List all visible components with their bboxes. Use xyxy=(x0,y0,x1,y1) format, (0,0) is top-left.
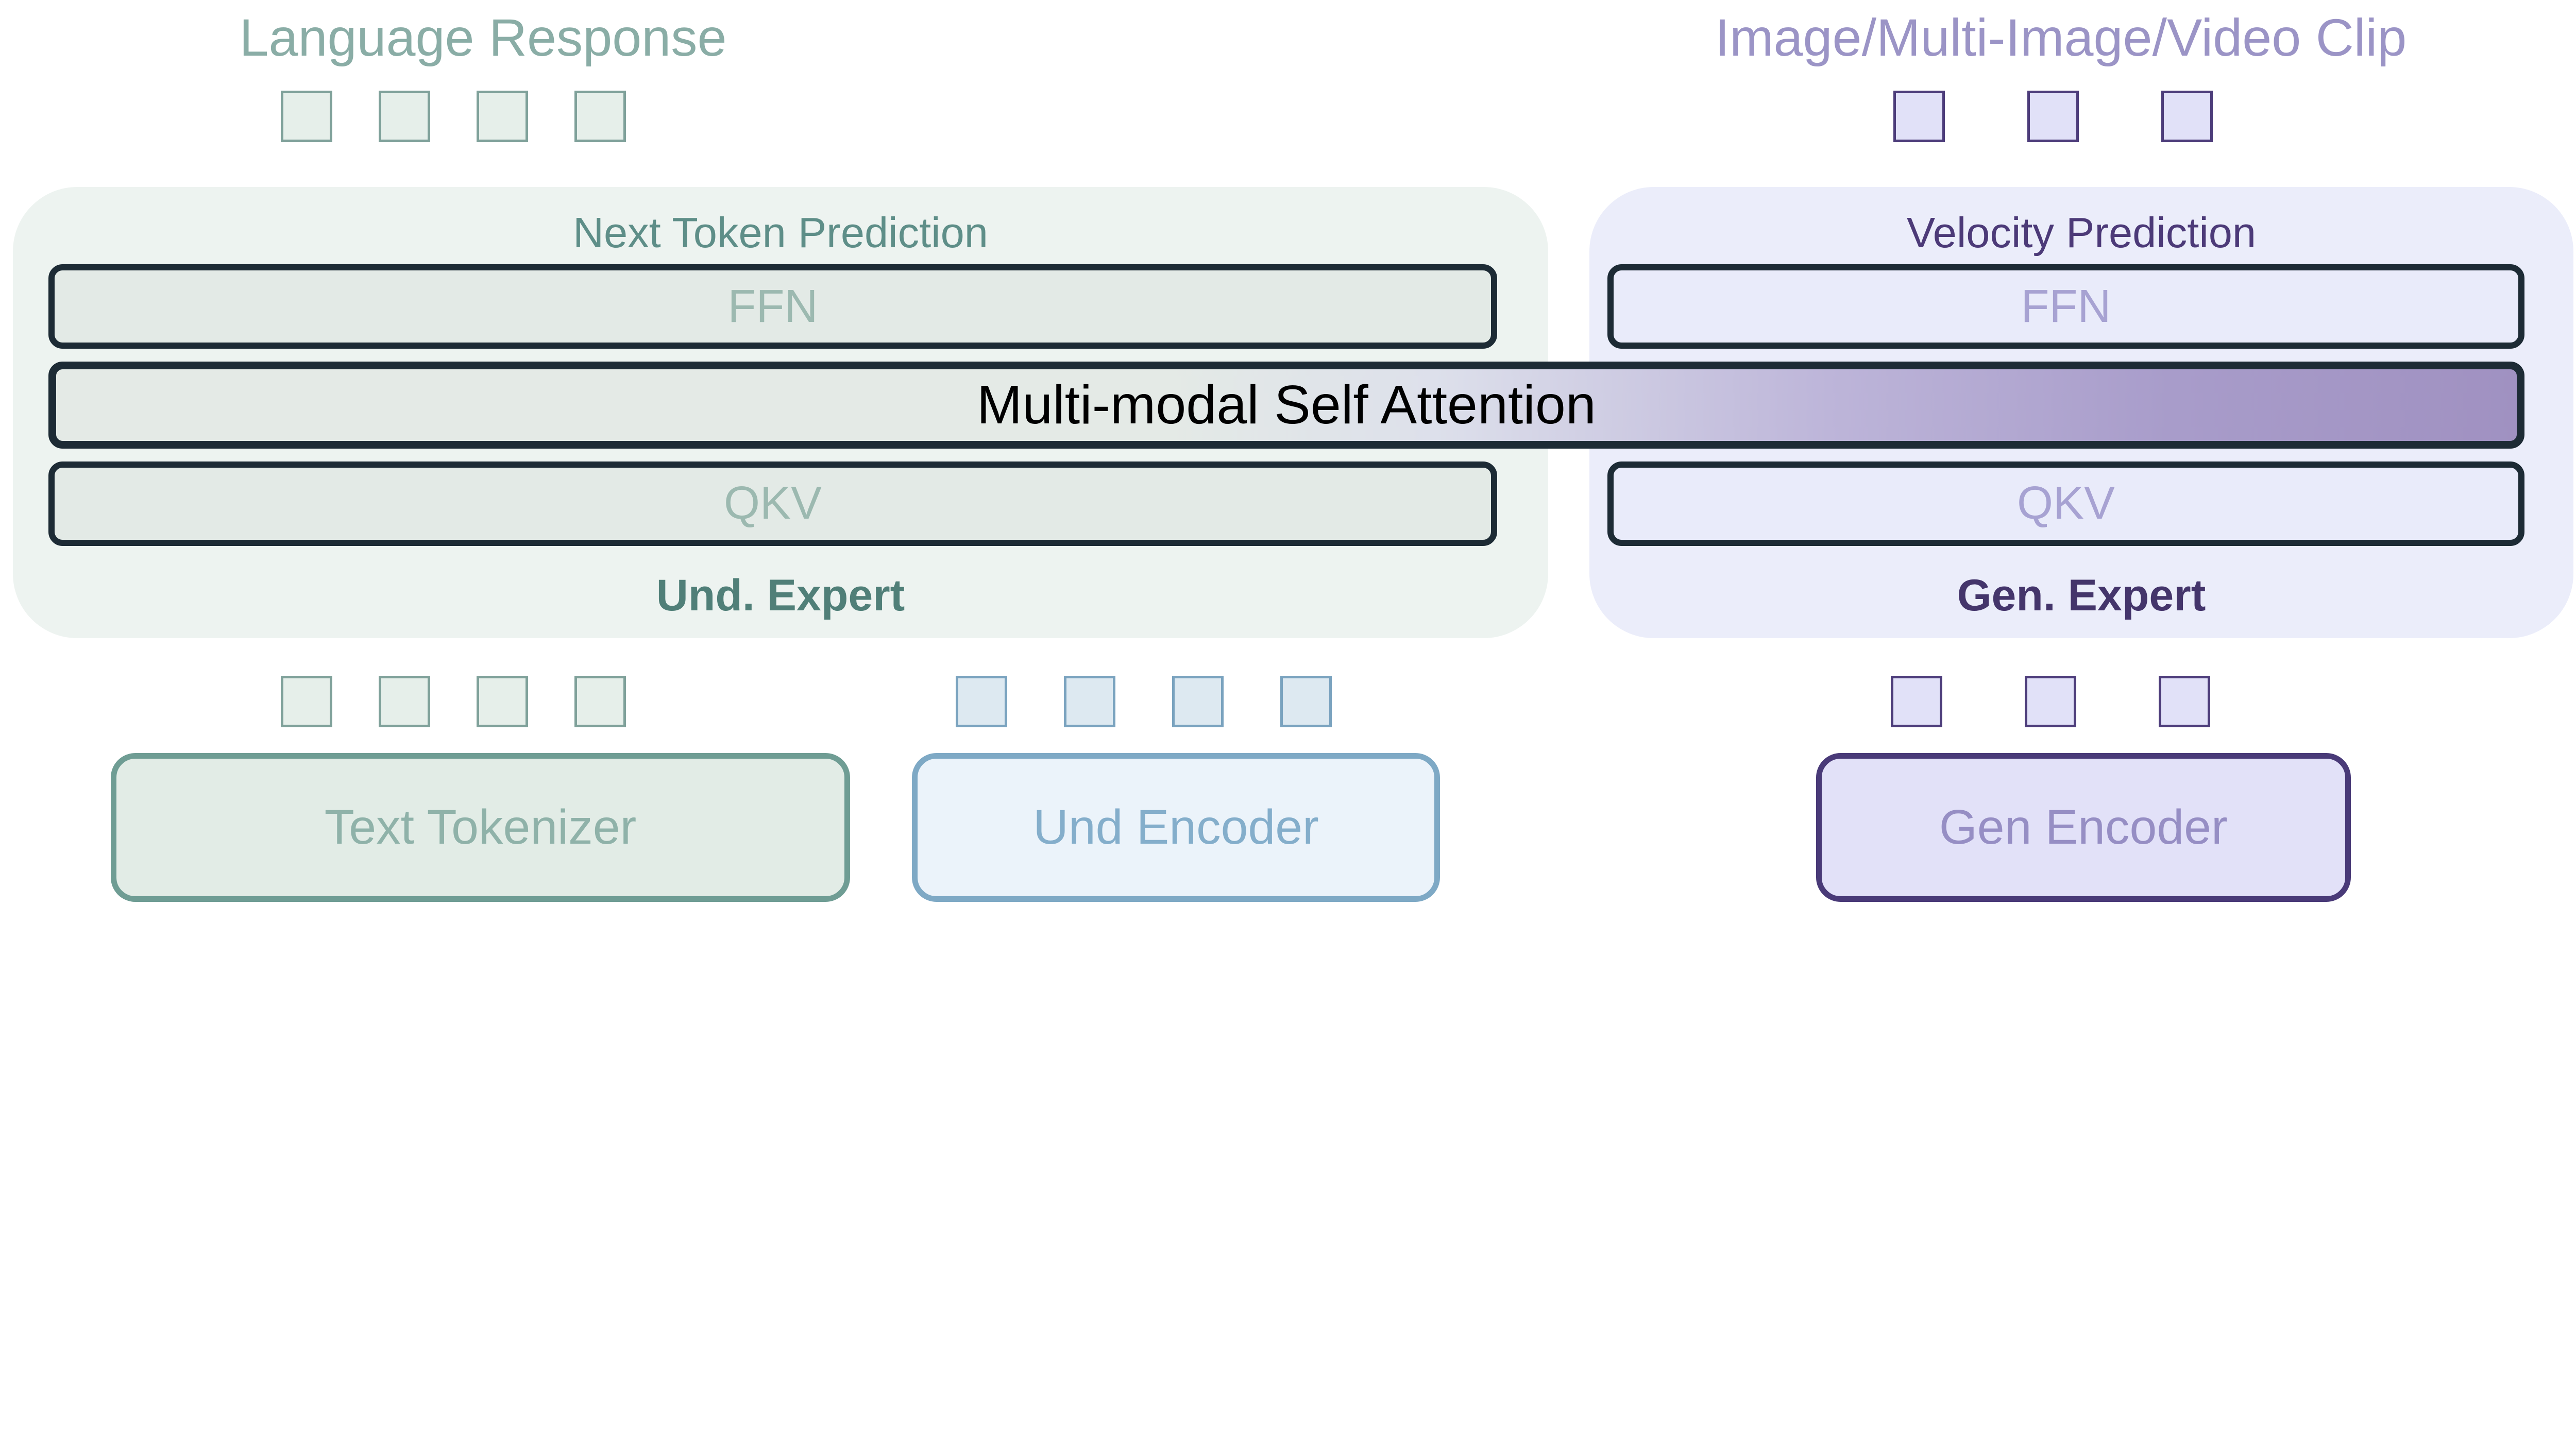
gen-encoder-box: Gen Encoder xyxy=(1816,753,2351,902)
und-encoder-box: Und Encoder xyxy=(912,753,1440,902)
gen-expert-name: Gen. Expert xyxy=(1957,571,2206,621)
image-multiimage-video-clip-label: Image/Multi-Image/Video Clip xyxy=(1715,7,2407,67)
image-clip-tokens xyxy=(1893,91,2213,143)
token-square xyxy=(2027,91,2079,143)
token-square xyxy=(1893,91,1945,143)
token-square xyxy=(2025,675,2076,727)
velocity-prediction-title: Velocity Prediction xyxy=(1906,208,2257,257)
und-qkv-label: QKV xyxy=(723,477,822,529)
token-square xyxy=(2161,91,2213,143)
gen-qkv-bar: QKV xyxy=(1607,461,2524,546)
und-encoder-label: Und Encoder xyxy=(1033,799,1319,854)
token-square xyxy=(477,675,528,727)
token-square xyxy=(1172,675,1224,727)
token-square xyxy=(477,91,528,143)
und-expert-name: Und. Expert xyxy=(656,571,905,621)
token-square xyxy=(2159,675,2210,727)
token-square xyxy=(281,675,332,727)
text-tokenizer-box: Text Tokenizer xyxy=(111,753,850,902)
multimodal-self-attention-bar: Multi-modal Self Attention xyxy=(48,361,2524,449)
und-qkv-bar: QKV xyxy=(48,461,1498,546)
token-square xyxy=(1064,675,1115,727)
multimodal-self-attention-label: Multi-modal Self Attention xyxy=(976,374,1596,435)
token-square xyxy=(574,91,626,143)
gen-qkv-label: QKV xyxy=(2016,477,2115,529)
text-input-tokens xyxy=(281,675,626,727)
gen-ffn-bar: FFN xyxy=(1607,264,2524,349)
language-response-label: Language Response xyxy=(239,7,727,67)
token-square xyxy=(574,675,626,727)
token-square xyxy=(379,675,430,727)
text-tokenizer-label: Text Tokenizer xyxy=(324,799,637,854)
architecture-diagram: Language Response Image/Multi-Image/Vide… xyxy=(13,7,2573,902)
language-response-tokens xyxy=(281,91,626,143)
gen-input-tokens xyxy=(1891,675,2210,727)
next-token-prediction-title: Next Token Prediction xyxy=(573,208,988,257)
token-square xyxy=(956,675,1007,727)
gen-encoder-label: Gen Encoder xyxy=(1939,799,2228,854)
token-square xyxy=(281,91,332,143)
und-input-tokens xyxy=(956,675,1332,727)
und-ffn-bar: FFN xyxy=(48,264,1498,349)
token-square xyxy=(1280,675,1332,727)
token-square xyxy=(1891,675,1942,727)
token-square xyxy=(379,91,430,143)
und-ffn-label: FFN xyxy=(727,280,818,332)
gen-ffn-label: FFN xyxy=(2021,280,2111,332)
